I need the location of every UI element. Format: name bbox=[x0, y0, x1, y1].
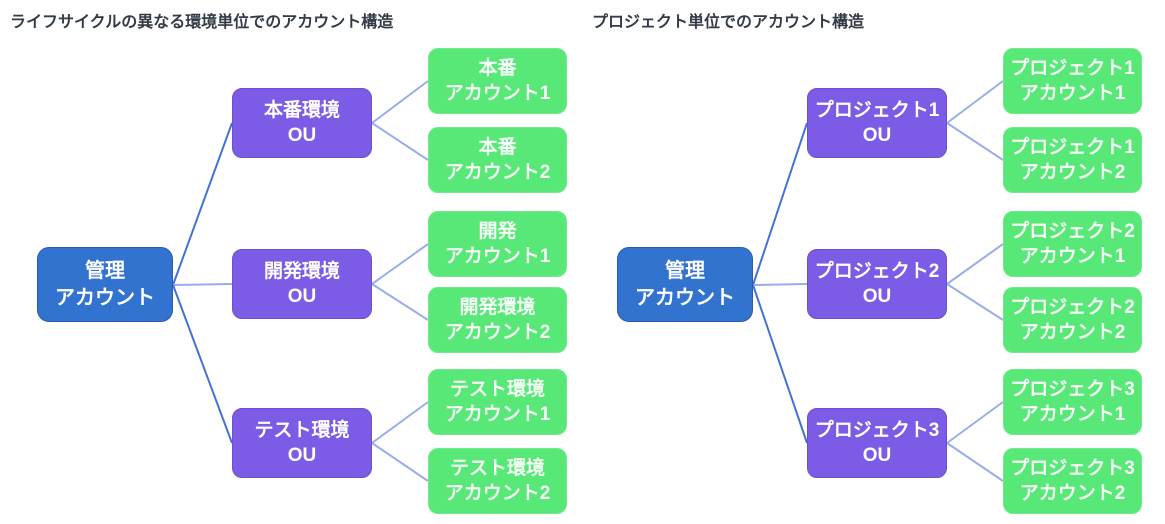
connector-production-ou-to-account1 bbox=[371, 80, 429, 124]
right-diagram-title: プロジェクト単位でのアカウント構造 bbox=[592, 14, 865, 31]
node-project2-account-2: プロジェクト2 アカウント2 bbox=[1003, 287, 1142, 353]
connector-development-ou-to-account1 bbox=[371, 243, 429, 285]
node-project1-account-1: プロジェクト1 アカウント1 bbox=[1003, 48, 1142, 114]
node-production-env-ou: 本番環境 OU bbox=[232, 88, 372, 158]
connector-root-to-project3-ou bbox=[752, 284, 808, 444]
connector-root-to-project2-ou bbox=[752, 283, 808, 286]
node-management-account-left: 管理 アカウント bbox=[37, 247, 173, 322]
node-test-env-ou: テスト環境 OU bbox=[232, 408, 372, 478]
connector-project1-ou-to-account2 bbox=[946, 122, 1004, 161]
node-project2-account-1: プロジェクト2 アカウント1 bbox=[1003, 211, 1142, 277]
node-development-account-2: 開発環境 アカウント2 bbox=[428, 287, 567, 353]
node-project3-account-2: プロジェクト3 アカウント2 bbox=[1003, 448, 1142, 514]
connector-development-ou-to-account2 bbox=[371, 283, 429, 321]
left-diagram-title: ライフサイクルの異なる環境単位でのアカウント構造 bbox=[10, 14, 394, 31]
node-development-account-1: 開発 アカウント1 bbox=[428, 211, 567, 277]
connector-test-ou-to-account1 bbox=[371, 401, 429, 444]
node-production-account-2: 本番 アカウント2 bbox=[428, 127, 567, 193]
connector-project1-ou-to-account1 bbox=[946, 80, 1004, 124]
node-test-account-2: テスト環境 アカウント2 bbox=[428, 448, 567, 514]
node-production-account-1: 本番 アカウント1 bbox=[428, 48, 567, 114]
node-development-env-ou: 開発環境 OU bbox=[232, 249, 372, 319]
connector-project2-ou-to-account2 bbox=[946, 283, 1004, 321]
node-test-account-1: テスト環境 アカウント1 bbox=[428, 369, 567, 435]
connector-project3-ou-to-account2 bbox=[946, 442, 1004, 482]
node-project1-ou: プロジェクト1 OU bbox=[807, 88, 947, 158]
connector-project3-ou-to-account1 bbox=[946, 401, 1004, 444]
connector-production-ou-to-account2 bbox=[371, 122, 429, 161]
connector-root-to-test-ou bbox=[172, 284, 233, 444]
connector-test-ou-to-account2 bbox=[371, 442, 429, 482]
node-project3-ou: プロジェクト3 OU bbox=[807, 408, 947, 478]
node-project2-ou: プロジェクト2 OU bbox=[807, 249, 947, 319]
connector-root-to-development-ou bbox=[172, 283, 233, 286]
connector-root-to-project1-ou bbox=[752, 122, 808, 286]
connector-project2-ou-to-account1 bbox=[946, 243, 1004, 285]
connector-root-to-production-ou bbox=[172, 122, 233, 286]
node-project3-account-1: プロジェクト3 アカウント1 bbox=[1003, 369, 1142, 435]
node-management-account-right: 管理 アカウント bbox=[617, 247, 753, 322]
node-project1-account-2: プロジェクト1 アカウント2 bbox=[1003, 127, 1142, 193]
